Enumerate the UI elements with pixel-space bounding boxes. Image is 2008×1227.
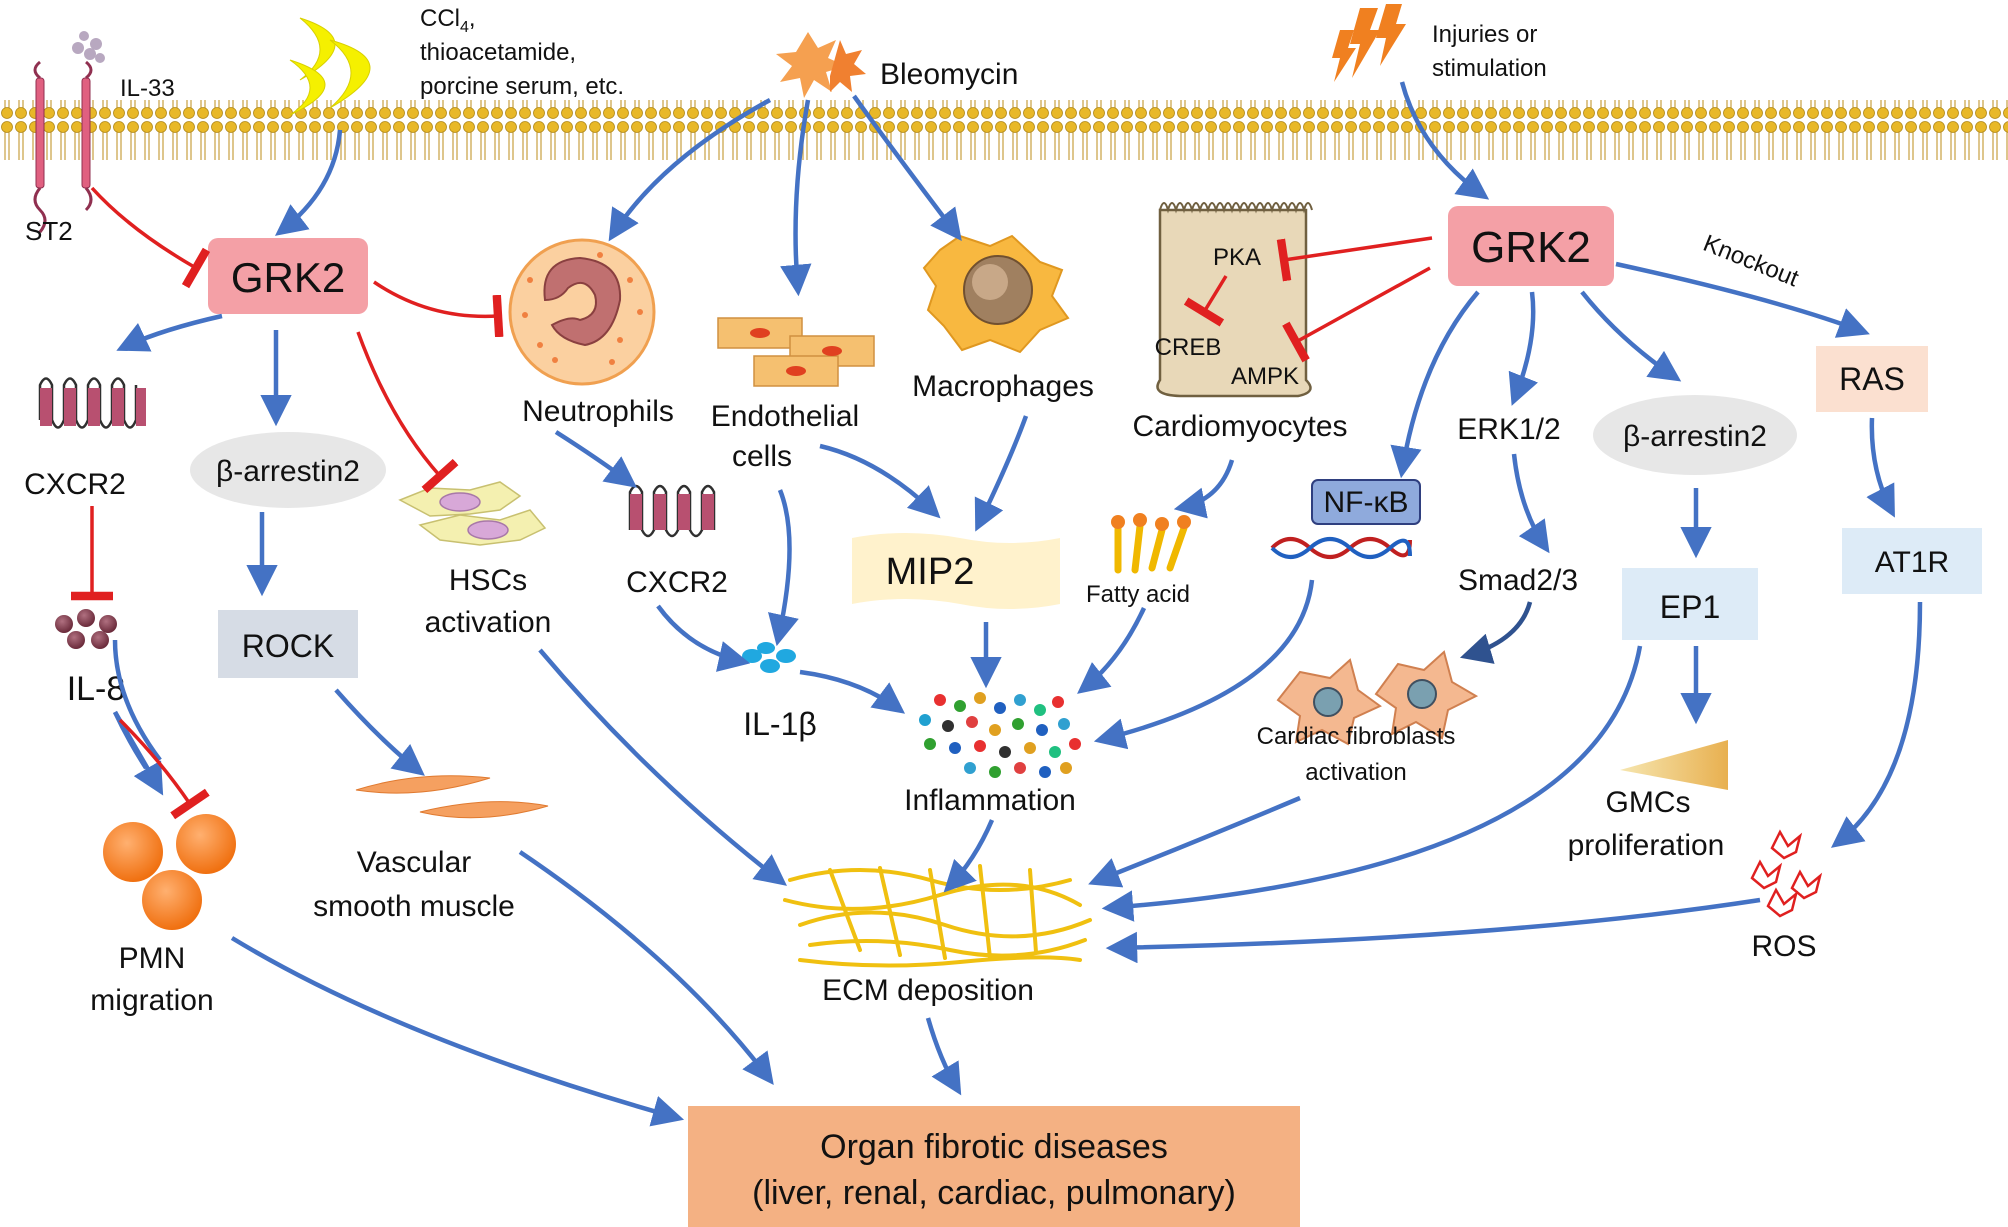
st2-label: ST2	[25, 216, 73, 246]
thioacetamide-label: thioacetamide,	[420, 39, 576, 66]
bleomycin-icon	[776, 32, 866, 98]
ros-label: ROS	[1751, 930, 1816, 963]
macrophages-label: Macrophages	[912, 370, 1094, 403]
grk2-right-box	[1448, 206, 1614, 286]
vsm-label-1: Vascular	[357, 846, 472, 879]
il1b-molecules-icon	[742, 642, 796, 673]
cardiomyocytes-label: Cardiomyocytes	[1132, 410, 1347, 443]
knockout-label: Knockout	[1699, 230, 1802, 293]
vsm-label-2: smooth muscle	[313, 890, 515, 923]
st2-receptor-icon	[33, 60, 93, 233]
hscs-label-2: activation	[425, 606, 552, 639]
barrestin-right-label: β-arrestin2	[1623, 420, 1767, 453]
dna-helix-icon	[1270, 537, 1412, 559]
cxcr2-mid-label: CXCR2	[626, 566, 728, 599]
organ-label-2: (liver, renal, cardiac, pulmonary)	[752, 1174, 1236, 1212]
fatty-acid-label: Fatty acid	[1086, 581, 1190, 608]
cxcr2-mid-receptor-icon	[628, 484, 716, 538]
barrestin-left-node	[190, 432, 386, 508]
at1r-label: AT1R	[1875, 546, 1949, 579]
neutrophil-cell-icon	[508, 238, 656, 386]
il8-molecules-icon	[55, 609, 117, 649]
fatty-acid-icon	[1111, 513, 1191, 574]
ras-label: RAS	[1839, 361, 1905, 397]
hscs-cells-icon	[398, 481, 547, 546]
ampk-label: AMPK	[1231, 363, 1299, 390]
endothelial-cells-icon	[717, 317, 875, 387]
inhibition-arrows	[71, 186, 1433, 820]
gmc-label-2: proliferation	[1568, 829, 1725, 862]
smooth-muscle-cells-icon	[355, 775, 549, 819]
ecm-fibers-icon	[783, 864, 1092, 968]
ccl4-toxin-icon	[289, 17, 371, 116]
gmc-label-1: GMCs	[1606, 786, 1691, 819]
il33-molecules-icon	[72, 31, 105, 63]
at1r-box	[1842, 528, 1982, 594]
endothelial-label-1: Endothelial	[711, 400, 859, 433]
erk-label: ERK1/2	[1457, 413, 1560, 446]
smad-to-cf-arrow	[1459, 601, 1533, 664]
cf-label-1: Cardiac fibroblasts	[1257, 723, 1456, 750]
bleomycin-label: Bleomycin	[880, 58, 1018, 91]
endothelial-label-2: cells	[732, 440, 792, 473]
injury-lightning-icon	[1332, 4, 1406, 82]
cxcr2-left-receptor-icon	[38, 377, 146, 429]
pmn-label-1: PMN	[119, 942, 186, 975]
ep1-box	[1622, 568, 1758, 640]
grk2-right-label: GRK2	[1471, 223, 1591, 272]
porcine-serum-label: porcine serum, etc.	[420, 73, 624, 100]
inflammation-label: Inflammation	[904, 784, 1076, 817]
rock-label: ROCK	[242, 628, 334, 664]
cxcr2-left-label: CXCR2	[24, 468, 126, 501]
pka-label: PKA	[1213, 244, 1261, 271]
macrophage-cell-icon	[922, 234, 1070, 354]
cardiac-fibroblasts-icon	[1276, 650, 1479, 746]
organ-label-1: Organ fibrotic diseases	[820, 1128, 1168, 1166]
neutrophils-label: Neutrophils	[522, 395, 674, 428]
organ-fibrosis-box	[688, 1106, 1300, 1227]
creb-label: CREB	[1155, 334, 1222, 361]
mip2-banner	[852, 533, 1060, 609]
pmn-cells-icon	[103, 814, 236, 930]
activation-arrows	[112, 81, 1923, 1127]
ros-radicals-icon	[1750, 829, 1823, 918]
smad-label: Smad2/3	[1458, 564, 1578, 597]
ras-box	[1816, 346, 1928, 412]
inflammation-cytokines-icon	[919, 692, 1081, 778]
cf-label-2: activation	[1305, 759, 1406, 786]
grk2-left-box	[208, 238, 368, 314]
cardiomyocyte-cell-icon	[1156, 202, 1313, 398]
ecm-label: ECM deposition	[822, 974, 1034, 1007]
barrestin-right-node	[1593, 395, 1797, 475]
il1b-label: IL-1β	[743, 706, 817, 742]
gmc-cells-icon	[1620, 740, 1728, 790]
nfkb-label: NF-κB	[1324, 486, 1409, 519]
barrestin-left-label: β-arrestin2	[216, 455, 360, 488]
nfkb-box	[1311, 479, 1421, 525]
ep1-label: EP1	[1660, 589, 1720, 625]
mip2-label: MIP2	[886, 551, 975, 593]
injuries-label-1: Injuries or	[1432, 21, 1537, 48]
grk2-left-label: GRK2	[231, 254, 345, 301]
pmn-label-2: migration	[90, 984, 213, 1017]
hscs-label-1: HSCs	[449, 564, 527, 597]
il8-label: IL-8	[67, 670, 126, 708]
ccl4-label: CCl4,	[420, 5, 476, 36]
il33-label: IL-33	[120, 75, 175, 102]
rock-box	[218, 610, 358, 678]
injuries-label-2: stimulation	[1432, 55, 1547, 82]
